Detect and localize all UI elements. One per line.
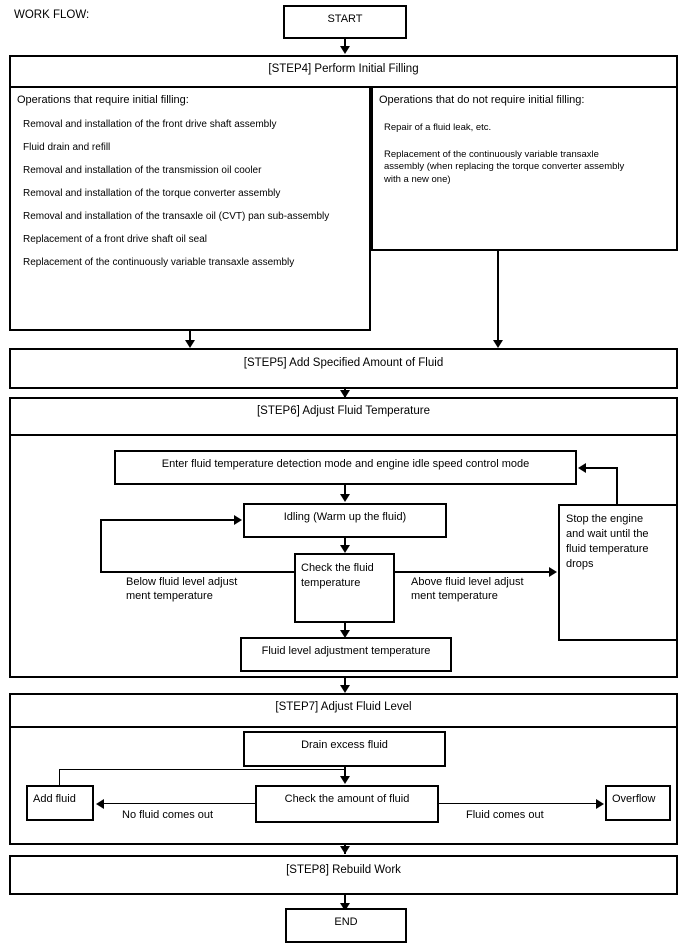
arrow-checktemp-to-adjusttemp — [340, 630, 350, 638]
section-step7-header: [STEP7] Adjust Fluid Level — [11, 695, 676, 728]
connector-step4right-to-step5 — [497, 251, 499, 343]
list-item: Repair of a fluid leak, etc. — [384, 121, 492, 133]
connector-drain-to-checkamount — [344, 767, 346, 778]
list-item: Replacement of a front drive shaft oil s… — [23, 233, 207, 245]
arrow-drain-to-checkamount — [340, 776, 350, 784]
connector-addfluid-return-horizontal — [59, 769, 344, 770]
node-end-label: END — [334, 916, 358, 928]
section-step5-title: [STEP5] Add Specified Amount of Fluid — [243, 357, 444, 369]
step7-drain-excess-label: Drain excess fluid — [301, 739, 388, 751]
step6-enter-mode-label: Enter fluid temperature detection mode a… — [161, 458, 530, 470]
section-step4-header: [STEP4] Perform Initial Filling — [11, 57, 676, 88]
step4-right-pane: Operations that do not require initial f… — [371, 86, 678, 251]
list-item: Removal and installation of the front dr… — [23, 118, 277, 130]
connector-addfluid-return-vertical — [59, 769, 60, 786]
step7-overflow-box: Overflow — [605, 785, 671, 821]
connector-abovetemp-to-stopengine — [395, 571, 550, 573]
step7-check-amount-box: Check the amount of fluid — [255, 785, 439, 823]
arrow-step8-to-end — [340, 903, 350, 911]
list-item: Fluid drain and refill — [23, 141, 111, 153]
step7-check-amount-label: Check the amount of fluid — [284, 793, 410, 805]
node-start-label: START — [327, 13, 363, 25]
edge-label-no-fluid-comes-out: No fluid comes out — [122, 809, 214, 821]
connector-checkamount-to-addfluid — [104, 803, 256, 804]
list-item: Removal and installation of the transaxl… — [23, 210, 330, 222]
arrow-step5-to-step6 — [340, 390, 350, 398]
connector-step6-to-step7 — [344, 678, 346, 687]
list-item: Replacement of the continuously variable… — [23, 256, 295, 268]
connector-belowtemp-to-idling — [100, 519, 234, 521]
step6-check-temperature-label: Check the fluid temperature — [301, 562, 374, 589]
step4-left-pane: Operations that require initial filling:… — [9, 86, 371, 331]
arrow-step4left-to-step5 — [185, 340, 195, 348]
arrow-step7-to-step8 — [340, 846, 350, 854]
connector-checkamount-to-overflow — [439, 803, 597, 804]
arrow-entermode-to-idling — [340, 494, 350, 502]
arrow-step6-to-step7 — [340, 685, 350, 693]
arrow-step4right-to-step5 — [493, 340, 503, 348]
edge-label-above-temperature: Above fluid level adjust ment temperatur… — [411, 576, 524, 603]
step4-right-pane-list: Repair of a fluid leak, etc. Replacement… — [379, 122, 670, 187]
edge-label-below-temperature: Below fluid level adjust ment temperatur… — [126, 576, 238, 603]
section-step8-title: [STEP8] Rebuild Work — [286, 864, 401, 876]
step4-left-pane-list: Removal and installation of the front dr… — [17, 119, 363, 269]
section-step8: [STEP8] Rebuild Work — [9, 855, 678, 895]
arrow-checkamount-to-addfluid — [96, 799, 104, 809]
connector-belowtemp-horizontal — [100, 571, 296, 573]
step6-adjustment-temperature-label: Fluid level adjustment temperature — [261, 645, 431, 657]
step7-drain-excess-box: Drain excess fluid — [243, 731, 446, 767]
connector-step4left-to-step5 — [189, 331, 191, 343]
section-step4-title: [STEP4] Perform Initial Filling — [268, 63, 419, 75]
list-item: Removal and installation of the transmis… — [23, 164, 262, 176]
list-item: Removal and installation of the torque c… — [23, 187, 281, 199]
section-step5: [STEP5] Add Specified Amount of Fluid — [9, 348, 678, 389]
step4-right-pane-title: Operations that do not require initial f… — [379, 94, 585, 106]
step6-check-temperature-box: Check the fluid temperature — [294, 553, 395, 623]
arrow-abovetemp-to-stopengine — [549, 567, 557, 577]
step6-idling-label: Idling (Warm up the fluid) — [283, 511, 407, 523]
section-step6-header: [STEP6] Adjust Fluid Temperature — [11, 399, 676, 436]
node-end: END — [285, 908, 407, 943]
arrow-checkamount-to-overflow — [596, 799, 604, 809]
connector-stopengine-return-vertical — [616, 467, 618, 506]
step4-left-pane-title: Operations that require initial filling: — [17, 94, 189, 106]
arrow-belowtemp-to-idling — [234, 515, 242, 525]
arrow-start-to-step4 — [340, 46, 350, 54]
step6-enter-mode-box: Enter fluid temperature detection mode a… — [114, 450, 577, 485]
list-item: Replacement of the continuously variable… — [384, 148, 625, 186]
connector-entermode-to-idling — [344, 485, 346, 496]
step6-stop-engine-label: Stop the engine and wait until the fluid… — [566, 513, 649, 570]
connector-belowtemp-vertical — [100, 519, 102, 573]
connector-checktemp-to-adjusttemp — [344, 623, 346, 632]
connector-idling-to-checktemp — [344, 538, 346, 547]
edge-label-fluid-comes-out: Fluid comes out — [466, 809, 544, 821]
page-title: WORK FLOW: — [14, 9, 90, 21]
step7-overflow-label: Overflow — [612, 793, 656, 805]
node-start: START — [283, 5, 407, 39]
step6-adjustment-temperature-box: Fluid level adjustment temperature — [240, 637, 452, 672]
arrow-stopengine-to-entermode — [578, 463, 586, 473]
step7-add-fluid-label: Add fluid — [33, 793, 76, 805]
section-step7-title: [STEP7] Adjust Fluid Level — [275, 701, 412, 713]
connector-start-to-step4 — [344, 39, 346, 52]
step6-stop-engine-box: Stop the engine and wait until the fluid… — [558, 504, 678, 641]
arrow-idling-to-checktemp — [340, 545, 350, 553]
step7-add-fluid-box: Add fluid — [26, 785, 94, 821]
step6-idling-box: Idling (Warm up the fluid) — [243, 503, 447, 538]
section-step6-title: [STEP6] Adjust Fluid Temperature — [256, 405, 430, 417]
connector-step8-to-end — [344, 895, 346, 906]
connector-stopengine-return-horizontal — [586, 467, 618, 469]
